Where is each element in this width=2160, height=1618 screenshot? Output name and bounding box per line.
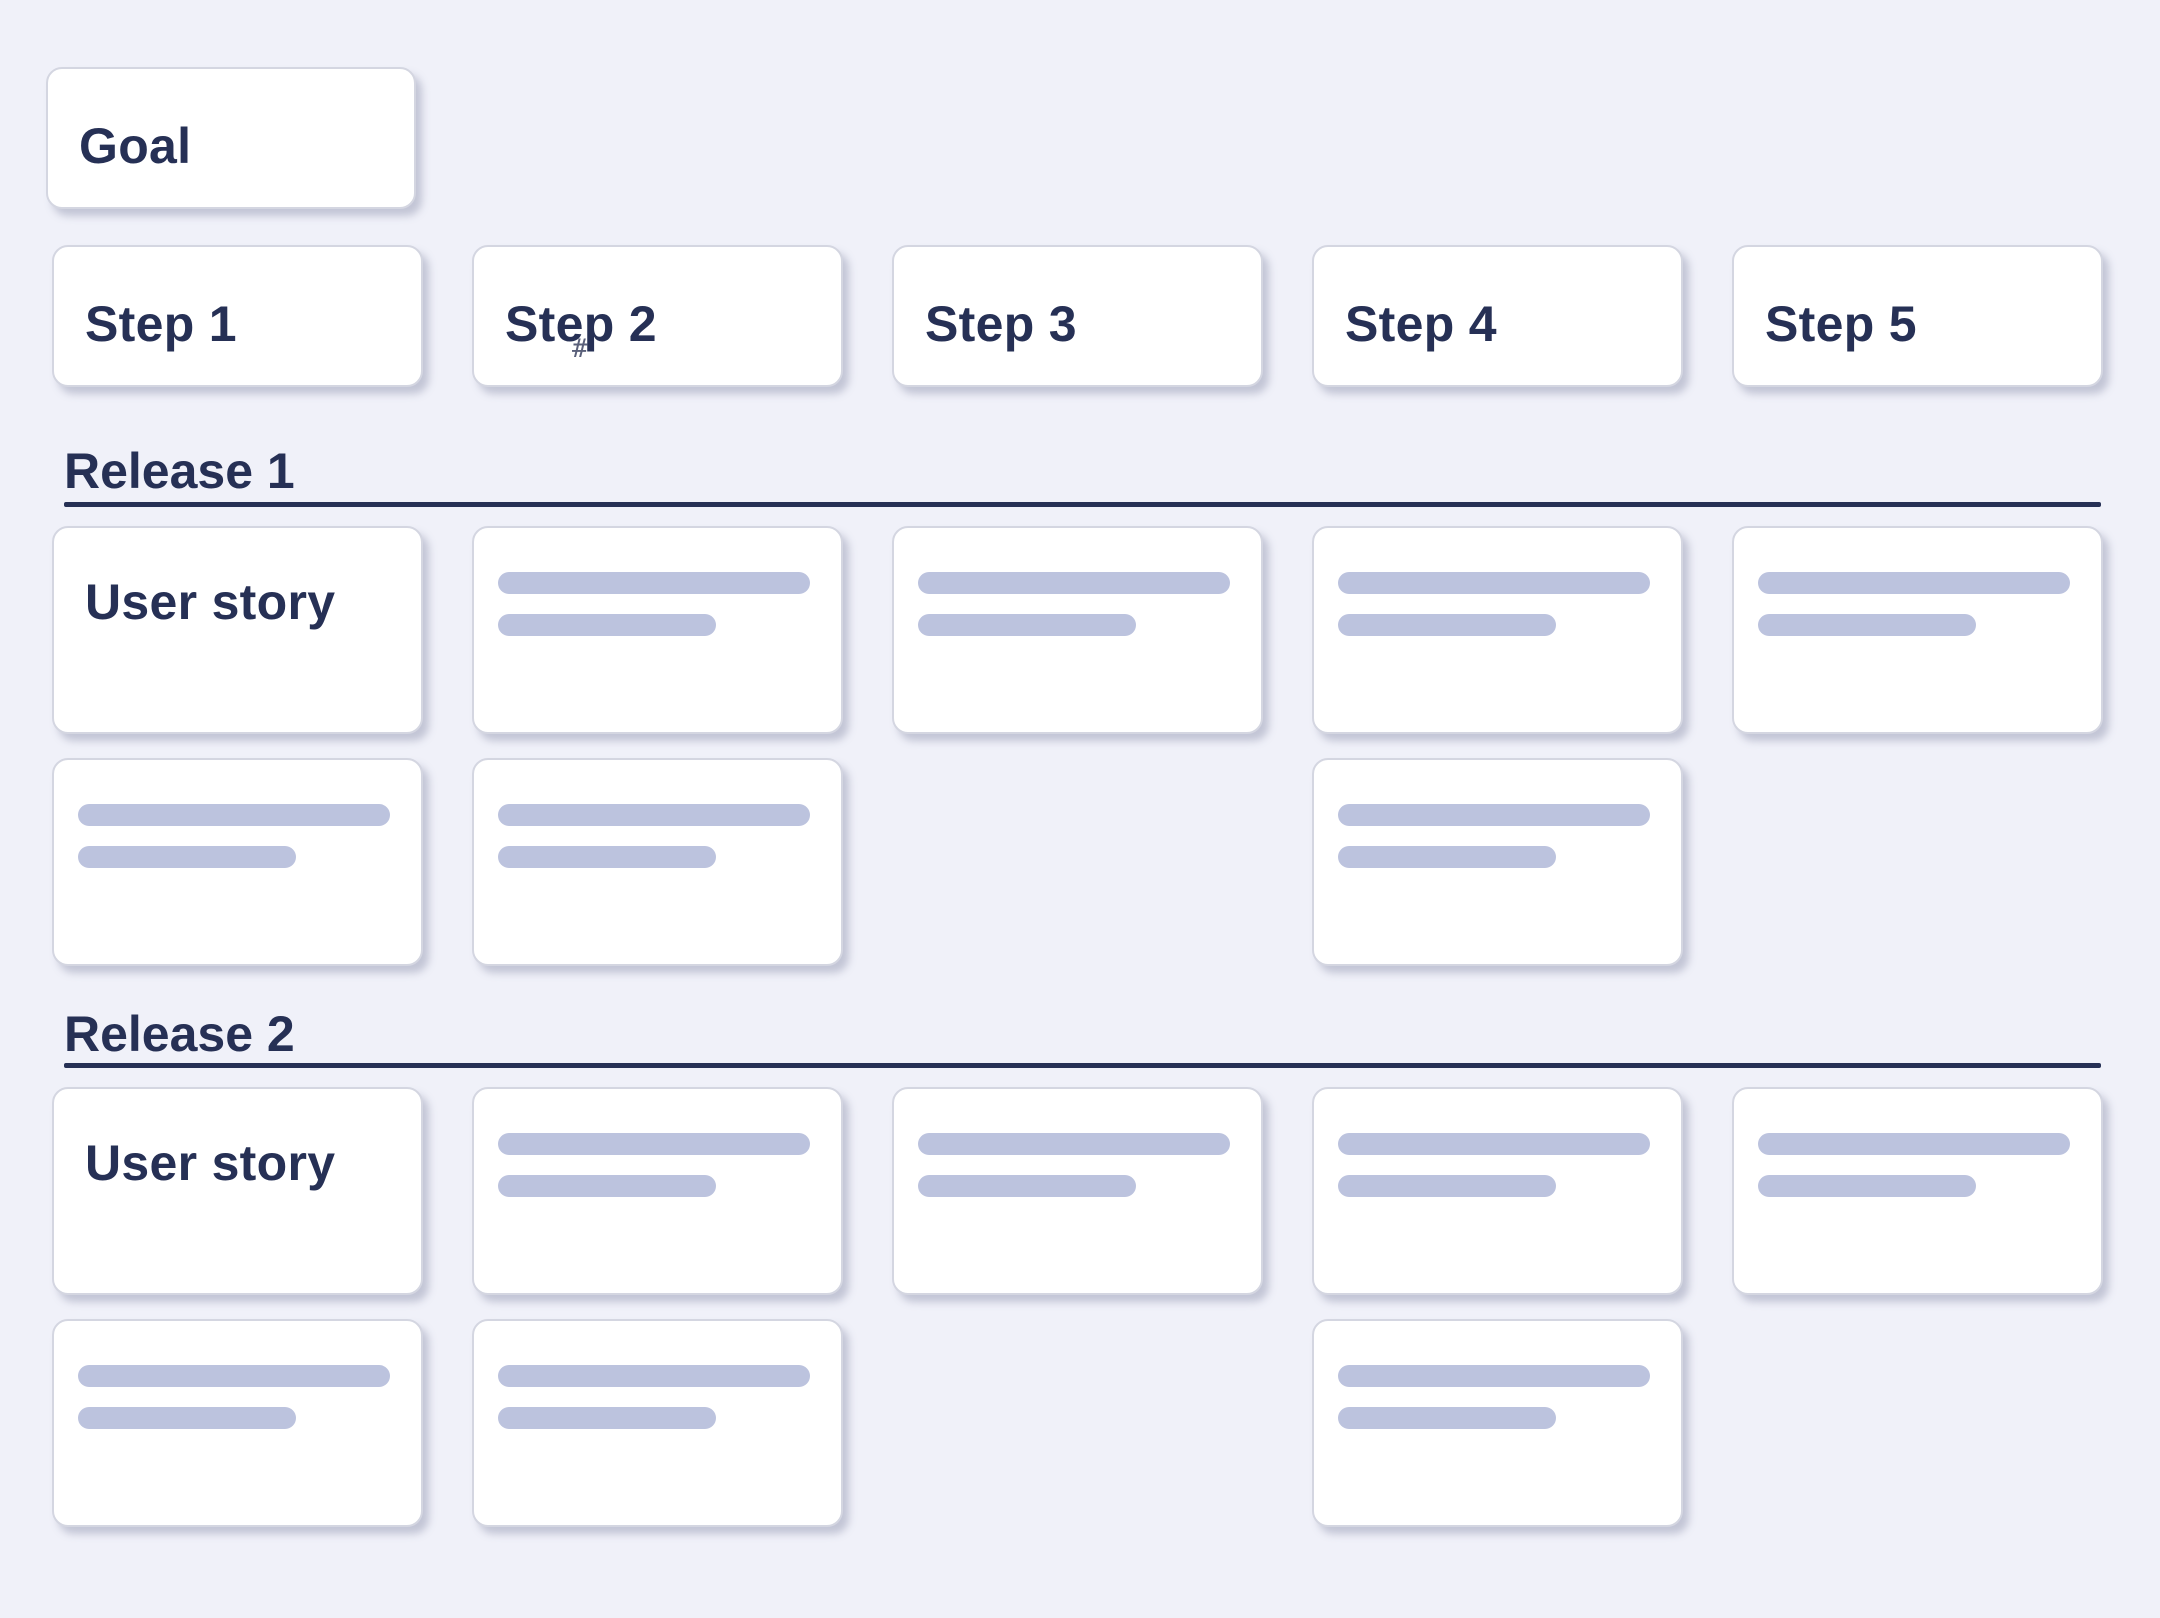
user-story-card[interactable]: User story (52, 1087, 423, 1295)
step-card-4[interactable]: Step 4 (1312, 245, 1683, 387)
user-story-label: User story (85, 574, 336, 630)
release-divider (64, 1063, 2101, 1068)
placeholder-line (498, 1133, 810, 1155)
story-placeholder-card[interactable] (892, 526, 1263, 734)
placeholder-line (1758, 572, 2070, 594)
step-card-1[interactable]: Step 1 (52, 245, 423, 387)
step-label: Step 4 (1345, 296, 1497, 352)
placeholder-line (498, 1407, 716, 1429)
story-placeholder-card[interactable] (472, 1319, 843, 1527)
user-story-label: User story (85, 1135, 336, 1191)
story-placeholder-card[interactable] (1732, 1087, 2103, 1295)
placeholder-line (918, 572, 1230, 594)
placeholder-line (498, 1365, 810, 1387)
placeholder-line (498, 572, 810, 594)
placeholder-line (1758, 1133, 2070, 1155)
placeholder-line (78, 804, 390, 826)
placeholder-line (1338, 572, 1650, 594)
story-placeholder-card[interactable] (52, 1319, 423, 1527)
release-divider (64, 502, 2101, 507)
placeholder-line (1338, 1133, 1650, 1155)
step-label: Step 3 (925, 296, 1077, 352)
placeholder-line (1338, 614, 1556, 636)
placeholder-line (1338, 1365, 1650, 1387)
story-placeholder-card[interactable] (472, 526, 843, 734)
placeholder-line (1338, 846, 1556, 868)
placeholder-line (918, 1175, 1136, 1197)
story-placeholder-card[interactable] (892, 1087, 1263, 1295)
step-card-2[interactable]: Step 2 (472, 245, 843, 387)
placeholder-line (1758, 614, 1976, 636)
placeholder-line (78, 1407, 296, 1429)
placeholder-line (498, 614, 716, 636)
step-card-3[interactable]: Step 3 (892, 245, 1263, 387)
story-placeholder-card[interactable] (1312, 758, 1683, 966)
placeholder-line (1758, 1175, 1976, 1197)
placeholder-line (78, 1365, 390, 1387)
story-placeholder-card[interactable] (52, 758, 423, 966)
story-placeholder-card[interactable] (1312, 1087, 1683, 1295)
story-placeholder-card[interactable] (472, 758, 843, 966)
placeholder-line (498, 804, 810, 826)
story-placeholder-card[interactable] (1312, 526, 1683, 734)
placeholder-line (1338, 1175, 1556, 1197)
goal-label: Goal (79, 118, 192, 174)
release-title: Release 2 (64, 1006, 295, 1062)
placeholder-line (498, 1175, 716, 1197)
story-placeholder-card[interactable] (1732, 526, 2103, 734)
placeholder-line (918, 1133, 1230, 1155)
text-cursor-icon: # (572, 334, 588, 364)
placeholder-line (1338, 804, 1650, 826)
release-title: Release 1 (64, 443, 295, 499)
step-label: Step 5 (1765, 296, 1917, 352)
goal-card[interactable]: Goal (46, 67, 416, 209)
user-story-card[interactable]: User story (52, 526, 423, 734)
story-placeholder-card[interactable] (1312, 1319, 1683, 1527)
step-label: Step 2 (505, 296, 657, 352)
step-label: Step 1 (85, 296, 237, 352)
placeholder-line (498, 846, 716, 868)
placeholder-line (78, 846, 296, 868)
story-placeholder-card[interactable] (472, 1087, 843, 1295)
placeholder-line (1338, 1407, 1556, 1429)
placeholder-line (918, 614, 1136, 636)
step-card-5[interactable]: Step 5 (1732, 245, 2103, 387)
